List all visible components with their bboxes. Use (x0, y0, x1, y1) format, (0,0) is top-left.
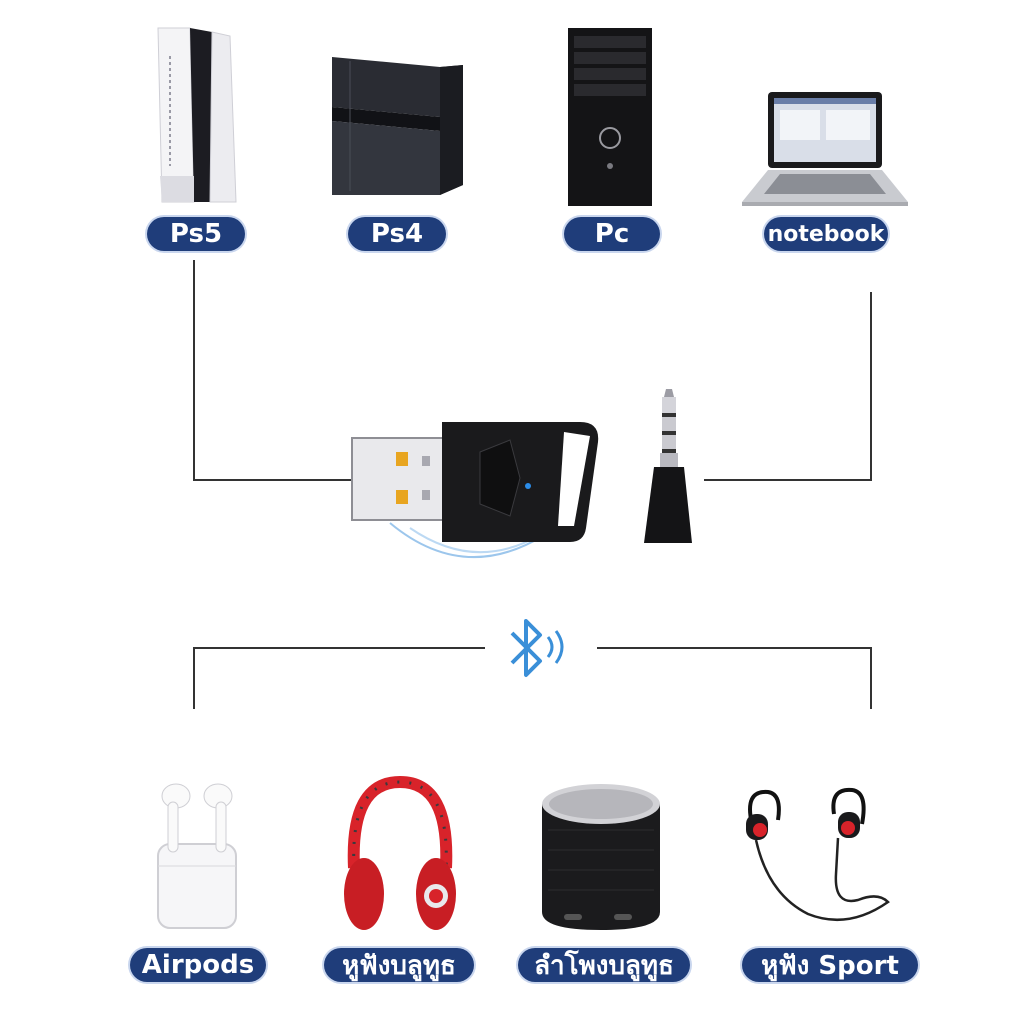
ps5-connector-horizontal (193, 479, 353, 481)
bluetooth-icon (510, 619, 564, 677)
notebook-connector-vertical (870, 292, 872, 480)
notebook-connector-horizontal (704, 479, 872, 481)
bluetooth-headphones-icon (344, 775, 456, 930)
desktop-tower-icon (568, 28, 652, 206)
airpods-icon (157, 783, 237, 929)
bluetooth-speaker-label: ลำโพงบลูทูธ (518, 948, 690, 982)
ps4-console-icon (332, 57, 463, 195)
notebook-label: notebook (764, 217, 888, 251)
ps4-label: Ps4 (348, 217, 446, 251)
bottom-connector-right-vertical (870, 647, 872, 709)
usb-bluetooth-adapter-icon (351, 422, 599, 559)
sport-earphones-label: หูฟัง Sport (742, 948, 918, 982)
bottom-connector-left-horizontal (193, 647, 485, 649)
bluetooth-speaker-icon (542, 784, 660, 930)
audio-jack-adapter-icon (644, 389, 692, 543)
ps5-label: Ps5 (147, 217, 245, 251)
sport-earphones-icon (746, 787, 890, 922)
bottom-connector-left-vertical (193, 647, 195, 709)
pc-label: Pc (564, 217, 660, 251)
laptop-icon (742, 92, 908, 206)
ps5-console-icon (157, 27, 237, 203)
airpods-label: Airpods (130, 948, 266, 982)
bluetooth-headphones-label: หูฟังบลูทูธ (324, 948, 474, 982)
bottom-connector-right-horizontal (597, 647, 872, 649)
ps5-connector-vertical (193, 260, 195, 480)
